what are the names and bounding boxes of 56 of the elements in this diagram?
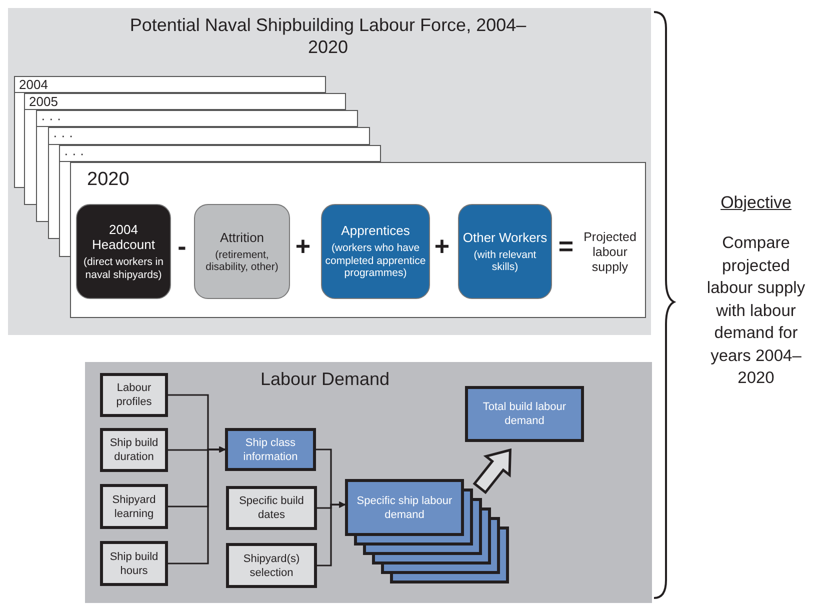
year-card [48, 127, 370, 145]
box-label: Labour profiles [115, 381, 153, 409]
process-box [100, 373, 168, 417]
year-card [59, 145, 381, 162]
box-heading: Attrition [218, 230, 266, 244]
box-label: Specific build dates [238, 494, 305, 522]
year-label: 2004 [19, 77, 48, 92]
process-box [465, 386, 584, 442]
rounded-box [194, 204, 290, 299]
process-box [226, 543, 317, 588]
box-description: (retirement, disability, other) [204, 248, 280, 274]
year-label: · · · [64, 146, 84, 161]
connector-arrow [317, 501, 346, 566]
process-box [100, 484, 168, 529]
box-label: Ship build duration [108, 436, 160, 464]
equals-sign: = [557, 232, 575, 261]
year-label: 2005 [29, 94, 58, 109]
box-heading: 2004 Headcount [91, 222, 156, 252]
connector-arrow [168, 446, 226, 564]
objective-heading: Objective [720, 194, 792, 213]
rounded-box [321, 204, 430, 299]
panel-title: Potential Naval Shipbuilding Labour Force, 2004–2020 [128, 14, 528, 58]
process-box [100, 428, 168, 472]
box-description: (with relevant skills) [472, 248, 538, 274]
box-heading: Apprentices [340, 223, 411, 238]
box-heading: Other Workers [462, 230, 548, 244]
box-label: Specific ship labour demand [356, 494, 454, 522]
process-box [225, 428, 316, 471]
panel-title: Labour Demand [259, 368, 391, 390]
stacked-boxes [345, 479, 510, 584]
plus-sign: + [433, 232, 451, 261]
result-text: Projected labour supply [582, 230, 638, 275]
box-description: (workers who have completed apprentice programmes) [324, 242, 427, 280]
minus-sign: - [176, 232, 188, 261]
panel-background [8, 8, 651, 335]
year-label: 2020 [87, 169, 130, 191]
year-card [24, 93, 346, 110]
box-label: Shipyard(s) selection [242, 552, 301, 580]
year-card [14, 76, 326, 93]
box-description: (direct workers in naval shipyards) [82, 256, 164, 281]
year-label: · · · [41, 111, 62, 126]
process-box [100, 541, 168, 586]
plus-sign: + [294, 232, 312, 261]
rounded-box [76, 204, 171, 299]
rounded-box [458, 204, 552, 299]
objective-text: Compare projected labour supply with labour demand for years 2004–2020 [706, 233, 806, 389]
year-card [70, 162, 646, 318]
box-label: Total build labour demand [482, 400, 568, 428]
process-box [226, 486, 317, 530]
panel-background [85, 362, 652, 603]
year-label: · · · [53, 128, 74, 143]
box-label: Ship class information [242, 436, 299, 464]
box-label: Ship build hours [108, 550, 160, 578]
year-card [36, 110, 358, 127]
block-arrow [472, 448, 512, 494]
box-label: Shipyard learning [111, 492, 157, 520]
